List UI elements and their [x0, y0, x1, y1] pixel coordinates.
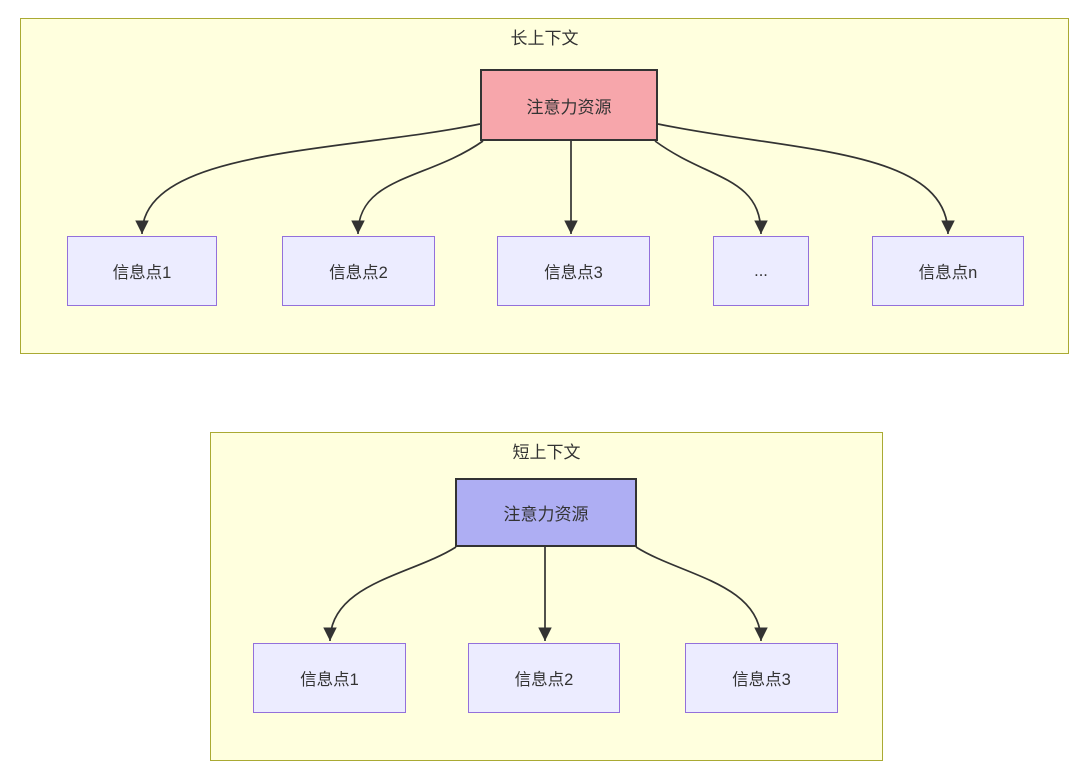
node-short-item-3: 信息点3 [685, 643, 838, 713]
node-short-item-1: 信息点1 [253, 643, 406, 713]
short-context-title: 短上下文 [512, 443, 581, 462]
long-context-title: 长上下文 [510, 29, 579, 48]
node-long-item-2: 信息点2 [282, 236, 435, 306]
node-long-item-3: 信息点3 [497, 236, 650, 306]
node-attention-short: 注意力资源 [455, 478, 637, 547]
node-short-item-2: 信息点2 [468, 643, 620, 713]
node-attention-long: 注意力资源 [480, 69, 658, 141]
node-long-item-n: 信息点n [872, 236, 1024, 306]
node-long-item-ellipsis: ... [713, 236, 809, 306]
node-long-item-1: 信息点1 [67, 236, 217, 306]
